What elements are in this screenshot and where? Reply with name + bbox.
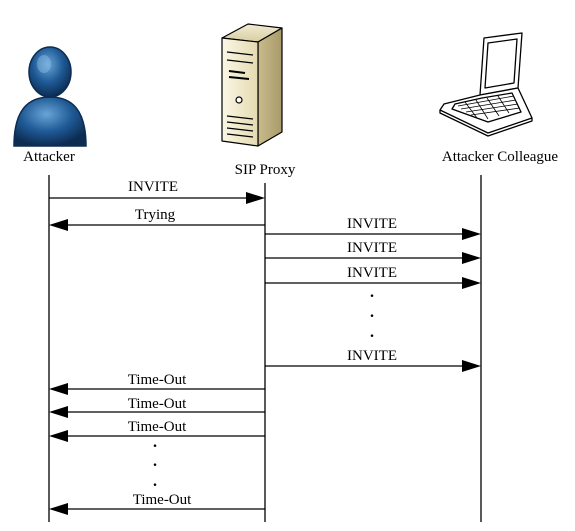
message-timeout-proxy-to-attacker: Time-Out <box>49 419 265 442</box>
message-label: INVITE <box>347 265 397 281</box>
message-invite-attacker-to-proxy: INVITE <box>49 179 265 204</box>
ellipsis-dot: . <box>153 473 157 490</box>
ellipsis-dots: . . . <box>153 434 157 490</box>
arrowhead <box>462 228 481 240</box>
user-icon <box>13 46 87 147</box>
server-tower-icon <box>221 23 283 147</box>
arrowhead <box>49 219 68 231</box>
arrowhead <box>49 430 68 442</box>
message-label: Time-Out <box>133 492 192 508</box>
message-label: INVITE <box>347 348 397 364</box>
message-label: INVITE <box>128 179 178 195</box>
arrowhead <box>462 252 481 264</box>
message-trying-proxy-to-attacker: Trying <box>49 207 265 231</box>
message-timeout-proxy-to-attacker: Time-Out <box>49 396 265 418</box>
sip-proxy-label: SIP Proxy <box>235 162 296 178</box>
message-label: Trying <box>135 207 176 223</box>
message-invite-proxy-to-colleague: INVITE <box>265 348 481 372</box>
ellipsis-dot: . <box>370 324 374 341</box>
message-invite-proxy-to-colleague: INVITE <box>265 216 481 240</box>
arrowhead <box>49 383 68 395</box>
ellipsis-dots: . . . <box>370 284 374 341</box>
arrowhead <box>49 503 68 515</box>
attacker-label: Attacker <box>23 149 75 165</box>
ellipsis-dot: . <box>153 453 157 470</box>
laptop-icon <box>439 32 533 137</box>
ellipsis-dot: . <box>153 434 157 451</box>
message-label: Time-Out <box>128 372 187 388</box>
arrowhead <box>49 406 68 418</box>
message-timeout-proxy-to-attacker: Time-Out <box>49 372 265 395</box>
ellipsis-dot: . <box>370 304 374 321</box>
message-invite-proxy-to-colleague: INVITE <box>265 240 481 264</box>
message-label: INVITE <box>347 216 397 232</box>
message-label: INVITE <box>347 240 397 256</box>
message-label: Time-Out <box>128 419 187 435</box>
ellipsis-dot: . <box>370 284 374 301</box>
arrowhead <box>462 277 481 289</box>
message-invite-proxy-to-colleague: INVITE <box>265 265 481 289</box>
message-timeout-proxy-to-attacker: Time-Out <box>49 492 265 515</box>
arrowhead <box>462 360 481 372</box>
arrowhead <box>246 192 265 204</box>
message-label: Time-Out <box>128 396 187 412</box>
attacker-colleague-label: Attacker Colleague <box>442 149 559 165</box>
